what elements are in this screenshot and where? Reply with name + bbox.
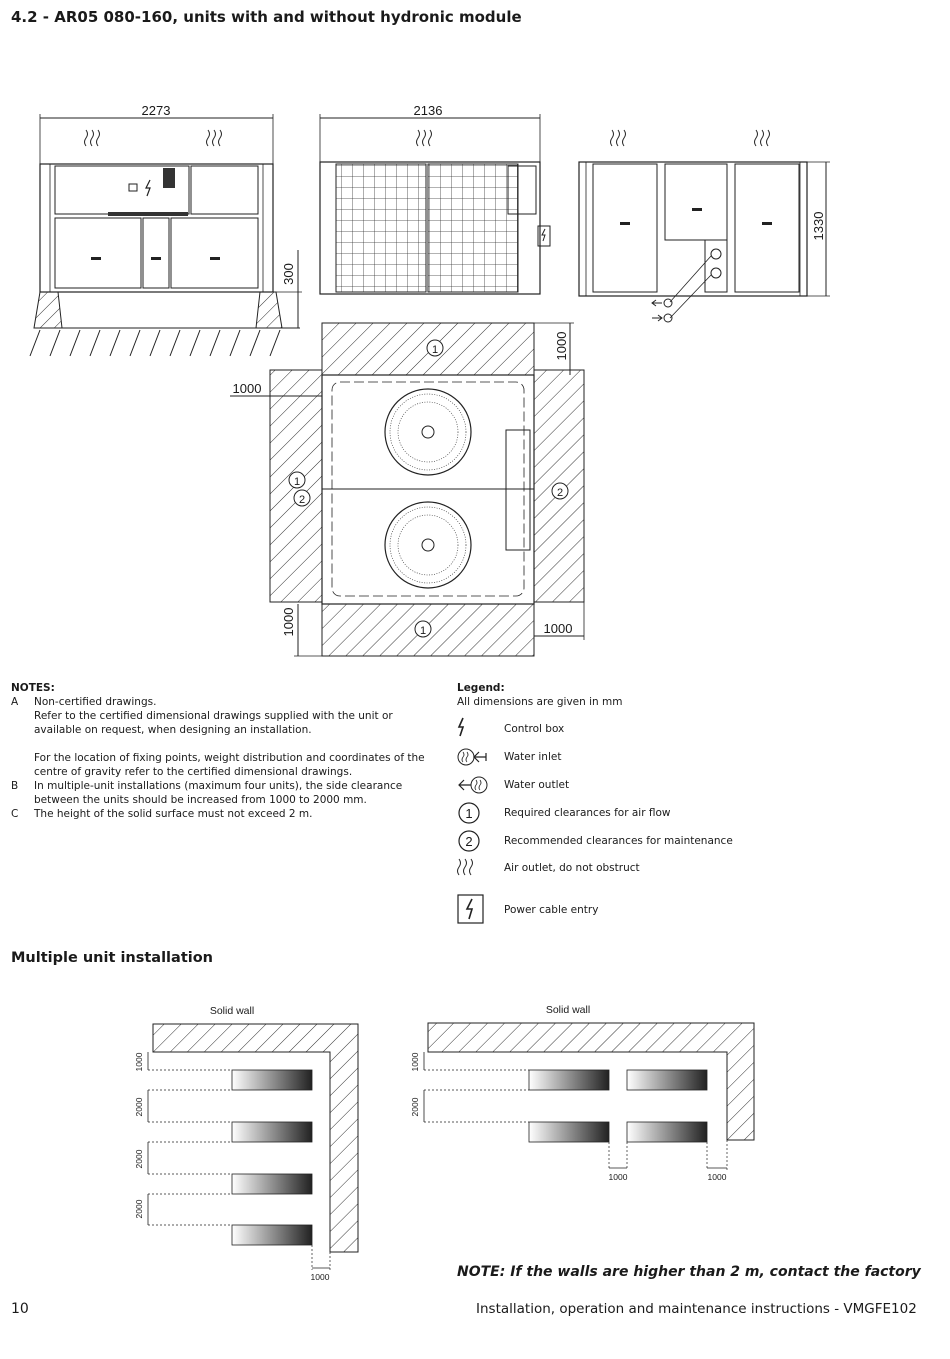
- legend-label: Water inlet: [504, 751, 562, 763]
- note-item: C The height of the solid surface must n…: [11, 807, 441, 821]
- air-outlet-icon: [611, 130, 626, 146]
- dim-left-2000-b: 2000: [134, 1149, 144, 1168]
- air-outlet-icon: [417, 130, 432, 146]
- svg-text:1: 1: [465, 806, 472, 821]
- dim-clearance-left: 1000: [233, 381, 262, 396]
- solid-wall-label-right: Solid wall: [546, 1004, 590, 1016]
- dim-clearance-bottom: 1000: [281, 608, 296, 637]
- legend-subheading: All dimensions are given in mm: [457, 696, 623, 708]
- front-view: 2273 30: [29, 103, 302, 357]
- legend-label: Required clearances for air flow: [504, 807, 671, 819]
- water-outlet-icon: [458, 776, 488, 794]
- plan-view: 1 1 2 2 1 1000 1000: [230, 322, 585, 657]
- dim-left-2000-a: 2000: [134, 1097, 144, 1116]
- note-text: The height of the solid surface must not…: [34, 808, 313, 820]
- dim-base-height: 300: [281, 263, 296, 285]
- note-text: Non-certified drawings. Refer to the cer…: [34, 696, 425, 778]
- plan-marker-1-top: 1: [432, 344, 438, 356]
- legend-icons: 1 2: [457, 717, 488, 924]
- final-note: NOTE: If the walls are higher than 2 m, …: [457, 1264, 921, 1280]
- svg-text:2: 2: [465, 834, 472, 849]
- dim-right-1000-top: 1000: [410, 1052, 420, 1071]
- power-cable-entry-icon: [457, 894, 484, 924]
- lightning-icon: [457, 717, 465, 737]
- legend-label: Air outlet, do not obstruct: [504, 862, 640, 874]
- dim-front-width: 2273: [142, 103, 171, 118]
- legend-block: Legend: All dimensions are given in mm C…: [457, 681, 857, 916]
- side-view: 2136: [319, 103, 551, 295]
- note-key: B: [11, 780, 19, 792]
- dim-clearance-top: 1000: [554, 332, 569, 361]
- footer-text: Installation, operation and maintenance …: [476, 1301, 917, 1317]
- dim-right-1000-gap-a: 1000: [609, 1172, 628, 1182]
- plan-marker-1-left: 1: [294, 476, 300, 488]
- notes-block: NOTES: A Non-certified drawings. Refer t…: [11, 681, 441, 821]
- dim-left-1000-top: 1000: [134, 1052, 144, 1071]
- dim-left-2000-c: 2000: [134, 1199, 144, 1218]
- legend-heading: Legend:: [457, 682, 505, 694]
- air-outlet-icon: [755, 130, 770, 146]
- multiple-left-diagram: Solid wall 1000 2000 2000 2000 1000: [134, 1005, 359, 1282]
- dim-right-1000-gap-b: 1000: [708, 1172, 727, 1182]
- notes-heading: NOTES:: [11, 682, 55, 694]
- dim-clearance-right: 1000: [544, 621, 573, 636]
- solid-wall-label-left: Solid wall: [210, 1005, 254, 1017]
- circle-1-icon: 1: [458, 802, 480, 824]
- air-outlet-icon: [85, 130, 100, 146]
- legend-label: Power cable entry: [504, 904, 599, 916]
- legend-label: Water outlet: [504, 779, 570, 791]
- dim-side-width: 2136: [414, 103, 443, 118]
- plan-marker-2-left: 2: [299, 494, 305, 506]
- legend-label: Recommended clearances for maintenance: [504, 835, 733, 847]
- dim-left-1000-bottom: 1000: [311, 1272, 330, 1282]
- water-inlet-icon: [457, 748, 487, 766]
- circle-2-icon: 2: [458, 830, 480, 852]
- section-heading-multiple: Multiple unit installation: [11, 950, 214, 966]
- note-item: B In multiple-unit installations (maximu…: [11, 779, 441, 807]
- page-number: 10: [11, 1301, 29, 1317]
- plan-marker-2-right: 2: [557, 487, 563, 499]
- note-item: A Non-certified drawings. Refer to the c…: [11, 695, 441, 779]
- dim-right-2000: 2000: [410, 1097, 420, 1116]
- back-view: 1330: [578, 130, 830, 323]
- note-key: C: [11, 808, 19, 820]
- air-outlet-icon: [207, 130, 222, 146]
- multiple-right-diagram: Solid wall 1000 2000 1000 1000: [410, 1004, 755, 1182]
- plan-marker-1-bottom: 1: [420, 625, 426, 637]
- air-outlet-icon: [458, 859, 473, 875]
- page-title: 4.2 - AR05 080-160, units with and witho…: [11, 8, 522, 26]
- legend-label: Control box: [504, 723, 565, 735]
- note-key: A: [11, 696, 19, 708]
- dim-height: 1330: [811, 212, 826, 241]
- note-text: In multiple-unit installations (maximum …: [34, 780, 403, 806]
